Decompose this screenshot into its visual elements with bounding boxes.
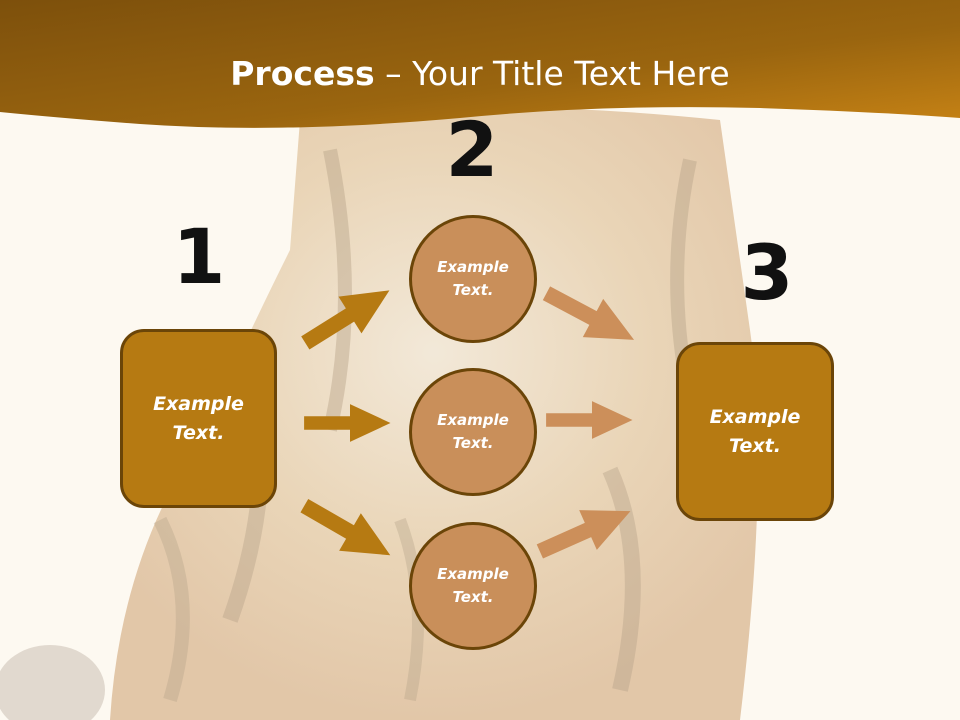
title-bold: Process — [230, 54, 375, 93]
right-box-text: Example Text. — [709, 405, 801, 457]
arrow-middle-to-right — [546, 401, 633, 439]
arrow-top-to-right — [542, 286, 635, 340]
left-process-box: Example Text. — [120, 329, 277, 508]
arrow-left-to-bottom — [300, 498, 391, 556]
right-process-box: Example Text. — [676, 342, 834, 521]
arrow-left-to-top — [301, 290, 390, 350]
arrow-left-to-middle — [304, 404, 391, 442]
circle-top: Example Text. — [409, 215, 537, 343]
left-box-text: Example Text. — [153, 392, 244, 444]
header-band — [0, 0, 960, 128]
circle-middle-text: Example Text. — [437, 411, 509, 452]
title-rest: – Your Title Text Here — [374, 54, 730, 93]
circle-bottom: Example Text. — [409, 522, 537, 650]
step-number-1: 1 — [172, 212, 226, 301]
circle-bottom-text: Example Text. — [437, 565, 509, 606]
step-number-3: 3 — [740, 228, 794, 317]
slide-title: Process – Your Title Text Here — [0, 52, 960, 96]
circle-middle: Example Text. — [409, 368, 537, 496]
step-number-2: 2 — [445, 105, 499, 194]
circle-top-text: Example Text. — [437, 258, 509, 299]
arrow-bottom-to-right — [536, 510, 631, 559]
